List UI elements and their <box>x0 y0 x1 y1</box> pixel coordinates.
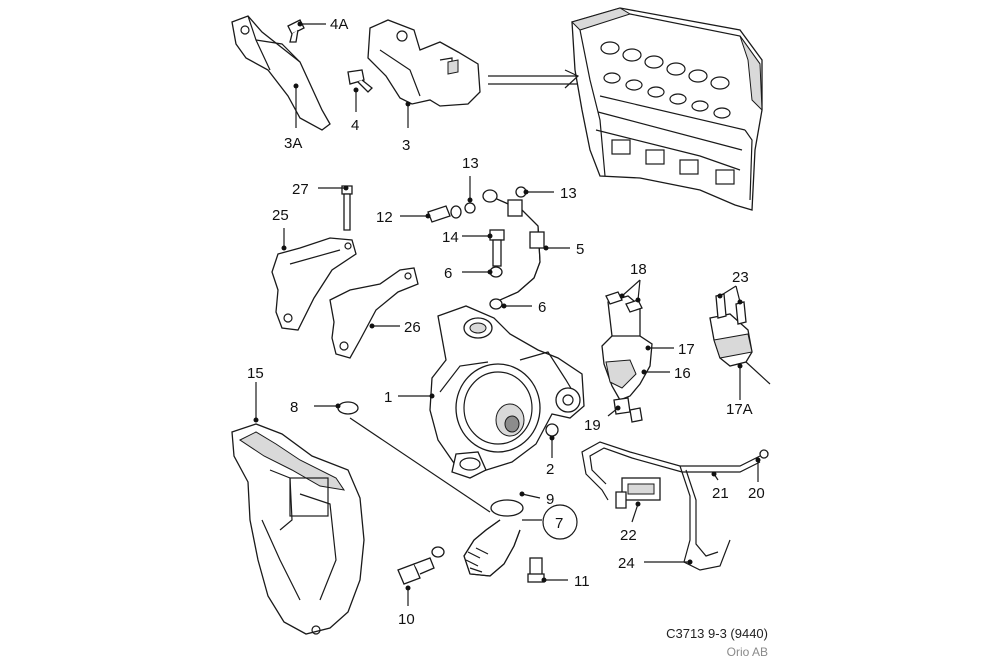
bolt-10 <box>397 557 435 585</box>
callout-15: 15 <box>247 365 264 382</box>
bracket-26 <box>329 267 419 359</box>
callout-8: 8 <box>290 399 298 416</box>
bolt-4 <box>347 69 373 93</box>
callout-24: 24 <box>618 555 635 572</box>
bolt-27 <box>341 185 353 231</box>
rubber-mount-19 <box>613 397 643 423</box>
callout-27: 27 <box>292 181 309 198</box>
callout-14: 14 <box>442 229 459 246</box>
callout-9: 9 <box>546 491 554 508</box>
engine-block-illustration <box>571 7 763 211</box>
callout-10: 10 <box>398 611 415 628</box>
oil-return-pipe <box>463 519 521 577</box>
bracket-3 <box>367 19 481 107</box>
callout-12: 12 <box>376 209 393 226</box>
vacuum-hoses-21-24 <box>581 441 761 571</box>
leader-dots <box>253 21 761 591</box>
bracket-17A <box>709 313 771 385</box>
callout-3: 3 <box>402 137 410 154</box>
bolt-23b <box>735 301 747 325</box>
leader-lines <box>255 23 759 606</box>
washer-13a <box>464 202 476 214</box>
callout-11: 11 <box>574 573 590 590</box>
callout-6-upper: 6 <box>444 265 452 282</box>
oil-pipe-5 <box>489 195 545 301</box>
washer-10 <box>431 546 445 558</box>
organization-credit: Orio AB <box>726 645 768 659</box>
washer-6b <box>489 298 503 310</box>
callout-20: 20 <box>748 485 765 502</box>
nut-2 <box>545 423 559 437</box>
hose-end-20 <box>759 449 769 459</box>
callout-6-lower: 6 <box>538 299 546 316</box>
nut-18b <box>625 299 643 313</box>
callout-22: 22 <box>620 527 637 544</box>
banjo-bolt-12 <box>427 205 462 223</box>
turbocharger-1 <box>429 305 585 479</box>
callout-21: 21 <box>712 485 729 502</box>
callout-17A: 17A <box>726 401 753 418</box>
heat-shield-15 <box>231 423 365 635</box>
callout-2: 2 <box>546 461 554 478</box>
callout-7-circle <box>542 504 578 540</box>
callout-25: 25 <box>272 207 289 224</box>
callout-13-right: 13 <box>560 185 577 202</box>
callout-17: 17 <box>678 341 695 358</box>
bracket-16-17 <box>601 295 653 401</box>
engine-pointer-arrow <box>488 69 580 89</box>
diagram-reference: C3713 9-3 (9440) <box>666 626 768 641</box>
callout-23: 23 <box>732 269 749 286</box>
callout-5: 5 <box>576 241 584 258</box>
bracket-25 <box>271 237 357 331</box>
nut-18a <box>605 291 623 305</box>
bracket-3A <box>231 15 331 131</box>
callout-3A: 3A <box>284 135 302 152</box>
gasket-8 <box>337 401 359 415</box>
banjo-fitting <box>482 189 498 203</box>
callout-13-top: 13 <box>462 155 479 172</box>
callout-1: 1 <box>384 389 392 406</box>
callout-16: 16 <box>674 365 691 382</box>
callout-26: 26 <box>404 319 421 336</box>
vacuum-solenoid-22 <box>615 477 661 509</box>
bolt-11 <box>527 557 545 583</box>
callout-19: 19 <box>584 417 601 434</box>
callout-7: 7 <box>555 515 563 532</box>
gasket-9 <box>490 499 524 517</box>
callout-18: 18 <box>630 261 647 278</box>
callout-4: 4 <box>351 117 359 134</box>
callout-4A: 4A <box>330 16 348 33</box>
